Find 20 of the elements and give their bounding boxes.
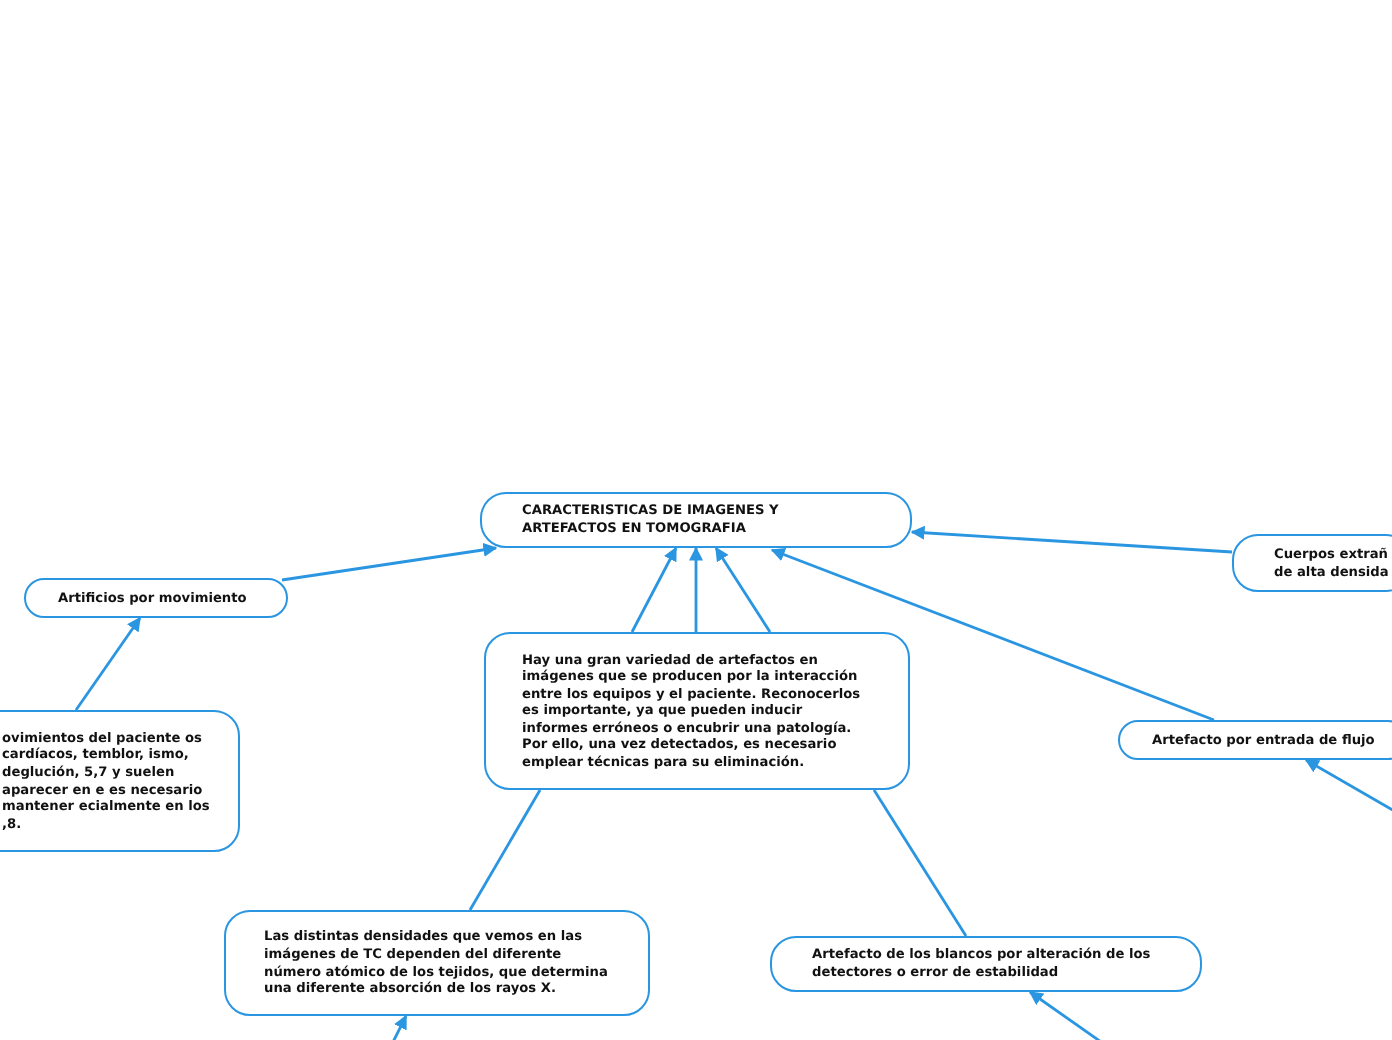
title-box: [480, 492, 912, 548]
text-box: [484, 632, 910, 790]
topic-box: [1232, 534, 1392, 592]
arrow: [281, 542, 498, 582]
arrow: [630, 546, 678, 633]
arrow: [910, 525, 1233, 554]
arrow: [770, 548, 1215, 722]
connector-line: [468, 789, 542, 911]
topic-box: [24, 578, 288, 618]
arrow: [689, 546, 703, 632]
connector-line: [872, 789, 968, 937]
topic-box: [770, 936, 1202, 992]
arrow: [390, 1014, 408, 1040]
arrow: [74, 616, 142, 711]
arrow: [1304, 758, 1392, 814]
topic-box: [1118, 720, 1392, 760]
arrow: [714, 546, 772, 633]
arrow: [1028, 990, 1105, 1040]
text-box: [0, 710, 240, 852]
text-box: [224, 910, 650, 1016]
